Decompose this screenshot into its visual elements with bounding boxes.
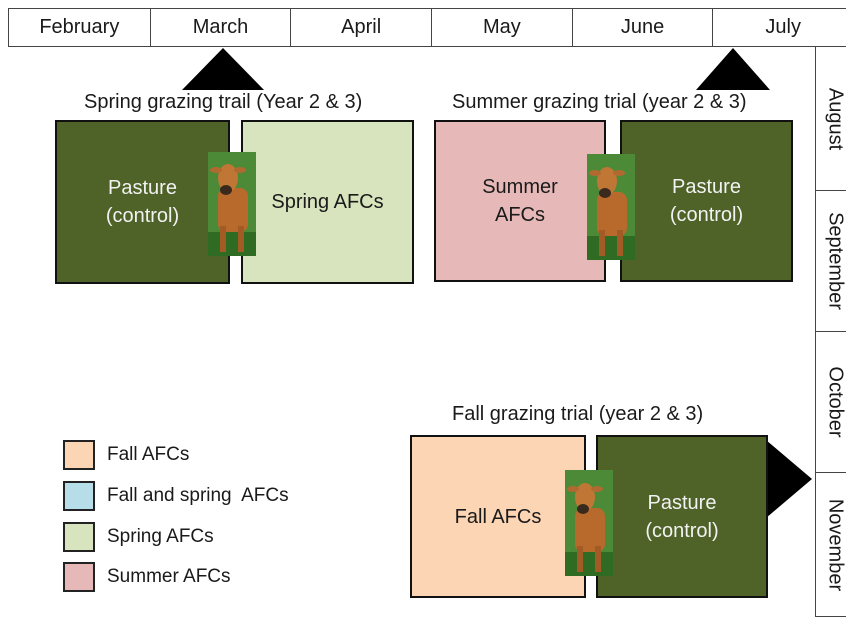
fall-start-marker-icon (766, 440, 812, 518)
cow-photo-icon (565, 470, 613, 576)
legend-label-summer: Summer AFCs (107, 566, 231, 588)
fall-afc-box: Fall AFCs (410, 435, 586, 598)
summer-control-pasture-box: Pasture (control) (620, 120, 793, 282)
legend-swatch-summer (63, 562, 95, 592)
legend-swatch-spring (63, 522, 95, 552)
legend-item-fall-spring: Fall and spring AFCs (63, 481, 289, 511)
month-june: June (572, 8, 713, 47)
month-august-label: August (824, 87, 846, 149)
legend-item-spring: Spring AFCs (63, 522, 214, 552)
legend-swatch-fall-spring (63, 481, 95, 511)
month-september-label: September (824, 212, 846, 310)
legend-swatch-fall (63, 440, 95, 470)
month-october: October (815, 331, 846, 473)
summer-afc-box: Summer AFCs (434, 120, 606, 282)
spring-afc-box: Spring AFCs (241, 120, 414, 284)
legend-label-fall: Fall AFCs (107, 444, 189, 466)
month-july: July (712, 8, 846, 47)
month-may: May (431, 8, 572, 47)
cow-photo-icon (587, 154, 635, 260)
legend-label-fall-spring: Fall and spring AFCs (107, 485, 289, 507)
month-november: November (815, 472, 846, 617)
month-february: February (8, 8, 150, 47)
summer-trial-title: Summer grazing trial (year 2 & 3) (452, 91, 747, 114)
fall-control-pasture-box: Pasture (control) (596, 435, 768, 598)
spring-start-marker-icon (182, 48, 264, 90)
spring-trial-title: Spring grazing trail (Year 2 & 3) (84, 91, 362, 114)
legend-item-fall: Fall AFCs (63, 440, 189, 470)
month-august: August (815, 46, 846, 191)
summer-start-marker-icon (696, 48, 770, 90)
month-october-label: October (824, 366, 846, 437)
month-timeline: February March April May June July (8, 8, 846, 47)
legend-label-spring: Spring AFCs (107, 526, 214, 548)
month-march: March (150, 8, 291, 47)
cow-photo-icon (208, 152, 256, 256)
month-september: September (815, 190, 846, 332)
month-april: April (290, 8, 431, 47)
legend-item-summer: Summer AFCs (63, 562, 231, 592)
month-november-label: November (824, 498, 846, 590)
fall-trial-title: Fall grazing trial (year 2 & 3) (452, 403, 703, 426)
spring-control-pasture-box: Pasture (control) (55, 120, 230, 284)
